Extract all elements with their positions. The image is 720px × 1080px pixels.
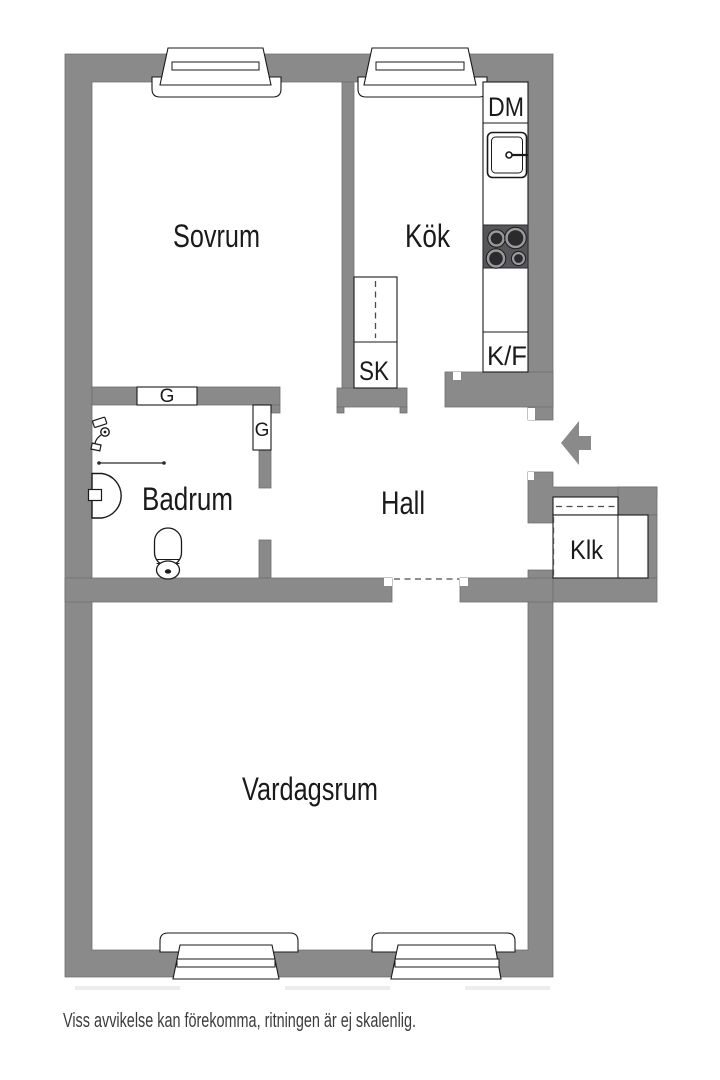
window-kok [357, 47, 488, 98]
rail-end-dot [162, 461, 166, 465]
door-jamb-notch [384, 578, 392, 586]
klk-main-box [552, 514, 649, 579]
window-sovrum [151, 47, 282, 98]
fixture-label-g1: G [160, 386, 175, 407]
bathroom-sink-basin [91, 472, 122, 519]
burner-ring [510, 250, 527, 267]
stove-icon [482, 224, 529, 269]
wall-klk-bottom [552, 577, 658, 603]
shadow-band [285, 986, 390, 990]
burner [505, 227, 526, 249]
wall-sovrum-badrum-left [91, 386, 138, 406]
toilet-bowl [153, 527, 183, 567]
shower-mixer-icon [90, 416, 110, 452]
bathroom-sink-drain [87, 488, 103, 502]
wardrobe-g1-box [136, 386, 198, 406]
door-jamb-notch [453, 372, 461, 380]
window-sill [375, 61, 465, 71]
klk-interior [552, 496, 649, 579]
door-jamb-notch [528, 472, 534, 480]
window-vardagsrum-left [159, 932, 299, 980]
burner [488, 230, 505, 247]
wall-badrum-vardagsrum [64, 577, 393, 603]
burner [511, 251, 526, 266]
door-jamb [399, 406, 408, 414]
fixtures [87, 131, 529, 580]
room-label-hall: Hall [381, 485, 425, 521]
wall-klk-right [647, 514, 658, 579]
shadow-band [465, 986, 550, 990]
wall-sovrum-badrum-right [196, 386, 281, 406]
door-jamb-notch [528, 408, 535, 420]
shower-bracket [90, 442, 102, 452]
fixture-label-sk: SK [359, 356, 389, 386]
shower-rail [97, 461, 166, 465]
wall-sovrum-kok-divider [341, 81, 355, 389]
burner [486, 249, 506, 268]
disclaimer-text: Viss avvikelse kan förekomma, ritningen … [63, 1010, 416, 1032]
wall-badrum-right-lower [258, 539, 272, 579]
wall-sk-bottom [336, 387, 408, 408]
room-label-badrum: Badrum [142, 481, 233, 517]
wardrobe-g2-box [252, 404, 272, 451]
window-sill [171, 61, 260, 71]
sink-faucet [505, 151, 513, 159]
wall-hall-vardagsrum [459, 577, 554, 603]
toilet-flush-button [164, 569, 172, 574]
wall-kok-hall [444, 371, 554, 408]
burner-ring [487, 229, 506, 248]
wall-klk-corner [617, 486, 658, 516]
room-label-vardagsrum: Vardagsrum [242, 771, 378, 807]
door-jamb [336, 406, 345, 414]
closet-sk [353, 276, 398, 389]
fixture-label-g2: G [255, 420, 270, 441]
entry-arrow-icon [561, 421, 591, 465]
jamb-notches [384, 372, 535, 586]
window-sill [394, 958, 500, 968]
rail-end-dot [97, 461, 101, 465]
facade-shadows [75, 986, 550, 990]
kitchen-sink-icon [486, 131, 528, 179]
window-vardagsrum-right [371, 932, 516, 980]
room-label-kok: Kök [405, 218, 451, 254]
labels: Sovrum Kök Badrum Hall Vardagsrum Klk DM… [142, 92, 603, 807]
fixture-label-kf: K/F [487, 341, 527, 371]
shadow-band [75, 986, 180, 990]
walls [64, 53, 658, 978]
bathroom-sink-icon [87, 472, 122, 519]
shower-head [92, 416, 108, 428]
toilet-icon [153, 527, 183, 580]
room-label-sovrum: Sovrum [173, 218, 260, 254]
room-label-klk: Klk [570, 535, 603, 565]
shower-valve-center [103, 430, 107, 434]
fixture-label-dm: DM [488, 92, 524, 122]
door-jamb-notch [460, 578, 468, 586]
window-sill [176, 958, 276, 968]
windows [151, 47, 516, 980]
wall-badrum-g-stub [258, 449, 272, 489]
klk-shelf-box [552, 496, 619, 516]
burner-ring [485, 248, 507, 269]
burner-ring [504, 226, 527, 250]
outer-wall-shell [64, 53, 554, 978]
